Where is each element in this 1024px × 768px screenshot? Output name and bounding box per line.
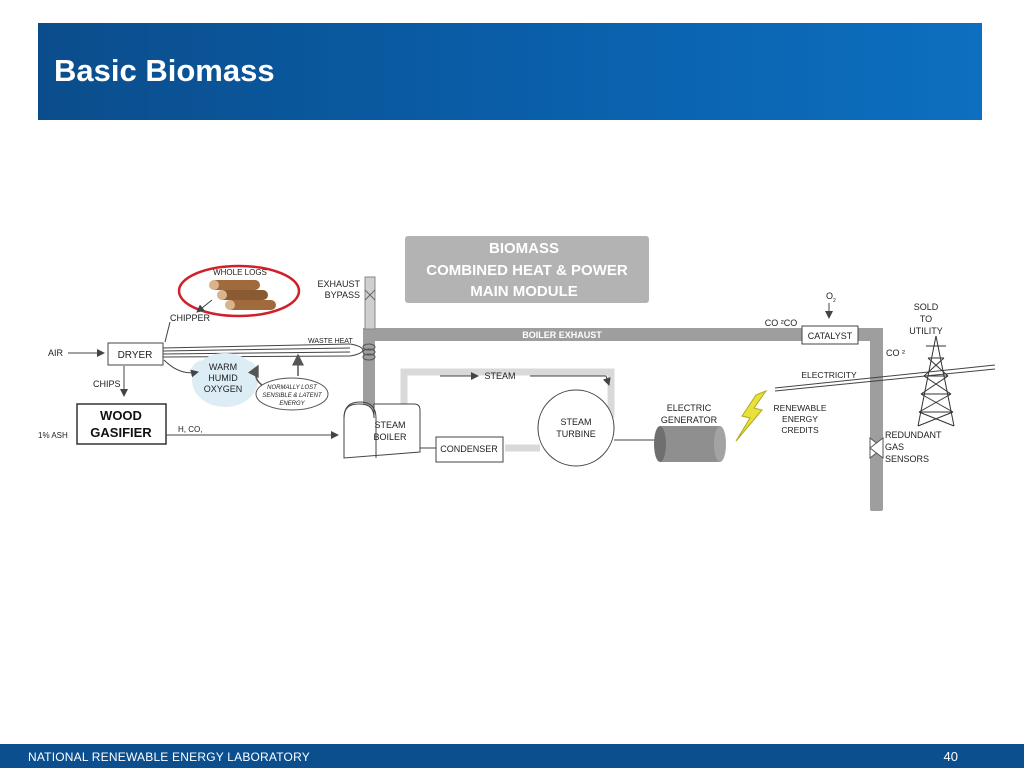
sold-label: SOLD	[914, 302, 939, 312]
redundant-label: REDUNDANT	[885, 430, 942, 440]
bypass-valve-icon	[364, 289, 376, 301]
boiler-riser-pipe	[363, 328, 375, 418]
condenser-box: CONDENSER	[435, 436, 504, 463]
waste-heat-lines	[162, 343, 364, 358]
electric-label: ELECTRIC	[667, 403, 712, 413]
gas-sensor-valve-icon	[869, 436, 884, 460]
dryer-label: DRYER	[118, 350, 153, 361]
steam-boiler: STEAM BOILER	[343, 401, 421, 459]
footer-org: NATIONAL RENEWABLE ENERGY LABORATORY	[28, 750, 310, 764]
to-label: TO	[920, 314, 932, 324]
heat-exchanger-icon	[362, 343, 376, 361]
gas-word-label: GAS	[885, 442, 904, 452]
exhaust-label: EXHAUST	[317, 279, 360, 289]
steam-loop	[400, 368, 615, 452]
page-number: 40	[943, 749, 958, 764]
steam-label: STEAM	[484, 371, 515, 381]
electric-generator	[654, 426, 726, 462]
whole-logs-icon	[209, 280, 276, 310]
power-line	[774, 364, 996, 389]
oxygen-label: OXYGEN	[204, 384, 243, 394]
steam-boiler-label-1: STEAM	[374, 420, 405, 430]
chipper-line	[164, 321, 171, 343]
o2-subscript: 2	[833, 298, 836, 304]
boiler-exhaust-label: BOILER EXHAUST	[522, 330, 602, 340]
warm-label: WARM	[209, 362, 237, 372]
lost-energy-line-3: ENERGY	[279, 401, 305, 407]
steam-boiler-label-2: BOILER	[373, 432, 407, 442]
energy-label: ENERGY	[782, 414, 818, 424]
condenser-label: CONDENSER	[440, 444, 498, 454]
module-title-line-2: COMBINED HEAT & POWER	[426, 262, 628, 279]
stack-pipe	[870, 328, 883, 511]
wood-gasifier-box: WOOD GASIFIER	[76, 403, 167, 445]
co2-label: CO ²	[886, 348, 905, 358]
power-line-2	[774, 368, 996, 392]
wood-label: WOOD	[100, 408, 142, 423]
lost-energy-line-1: NORMALLY LOST	[267, 385, 318, 391]
bypass-label: BYPASS	[325, 290, 360, 300]
module-title-line-3: MAIN MODULE	[470, 283, 578, 300]
credits-label: CREDITS	[781, 425, 819, 435]
chipper-label: CHIPPER	[170, 313, 211, 323]
logs-arrow	[196, 299, 213, 313]
exhaust-bypass-pipe	[364, 276, 376, 330]
renewable-label: RENEWABLE	[773, 403, 826, 413]
transmission-tower-icon	[917, 335, 955, 427]
sensors-label: SENSORS	[885, 454, 929, 464]
biomass-chp-diagram: BIOMASS COMBINED HEAT & POWER MAIN MODUL…	[38, 236, 996, 511]
module-title-box: BIOMASS COMBINED HEAT & POWER MAIN MODUL…	[405, 236, 649, 303]
ash-label: 1% ASH	[38, 431, 68, 440]
footer-bar: NATIONAL RENEWABLE ENERGY LABORATORY 40	[0, 744, 1024, 768]
air-label: AIR	[48, 348, 64, 358]
steam-turbine-label-1: STEAM	[560, 417, 591, 427]
co2co-label: CO ²CO	[765, 318, 798, 328]
lost-energy-line-2: SENSIBLE & LATENT	[262, 393, 323, 399]
dryer-exhaust-arrow	[163, 359, 199, 378]
steam-turbine: STEAM TURBINE	[537, 389, 615, 467]
waste-heat-label: WASTE HEAT	[308, 338, 353, 345]
dryer-box: DRYER	[107, 342, 164, 366]
steam-arrow-head	[602, 375, 611, 386]
humid-label: HUMID	[208, 373, 238, 383]
gasifier-label: GASIFIER	[90, 425, 152, 440]
highlight-circle	[177, 264, 301, 318]
utility-label: UTILITY	[909, 326, 943, 336]
generator-label: GENERATOR	[661, 415, 718, 425]
whole-logs-label: WHOLE LOGS	[213, 268, 267, 277]
catalyst-label: CATALYST	[808, 331, 853, 341]
lost-energy-oval: NORMALLY LOST SENSIBLE & LATENT ENERGY	[255, 377, 329, 411]
o2-label: O	[826, 291, 833, 301]
lightning-bolt-icon	[735, 389, 768, 442]
slide-title: Basic Biomass	[54, 53, 275, 88]
boiler-exhaust-pipe	[363, 328, 883, 341]
title-bar: Basic Biomass	[38, 23, 982, 120]
module-title-line-1: BIOMASS	[489, 240, 559, 257]
exhaust-pipes	[363, 276, 883, 511]
lost-energy-arrow-left	[247, 364, 263, 386]
gas-label: H, CO,	[178, 425, 202, 434]
electricity-label: ELECTRICITY	[801, 370, 857, 380]
catalyst-box: CATALYST	[801, 325, 859, 345]
steam-turbine-label-2: TURBINE	[556, 429, 596, 439]
chips-label: CHIPS	[93, 379, 121, 389]
